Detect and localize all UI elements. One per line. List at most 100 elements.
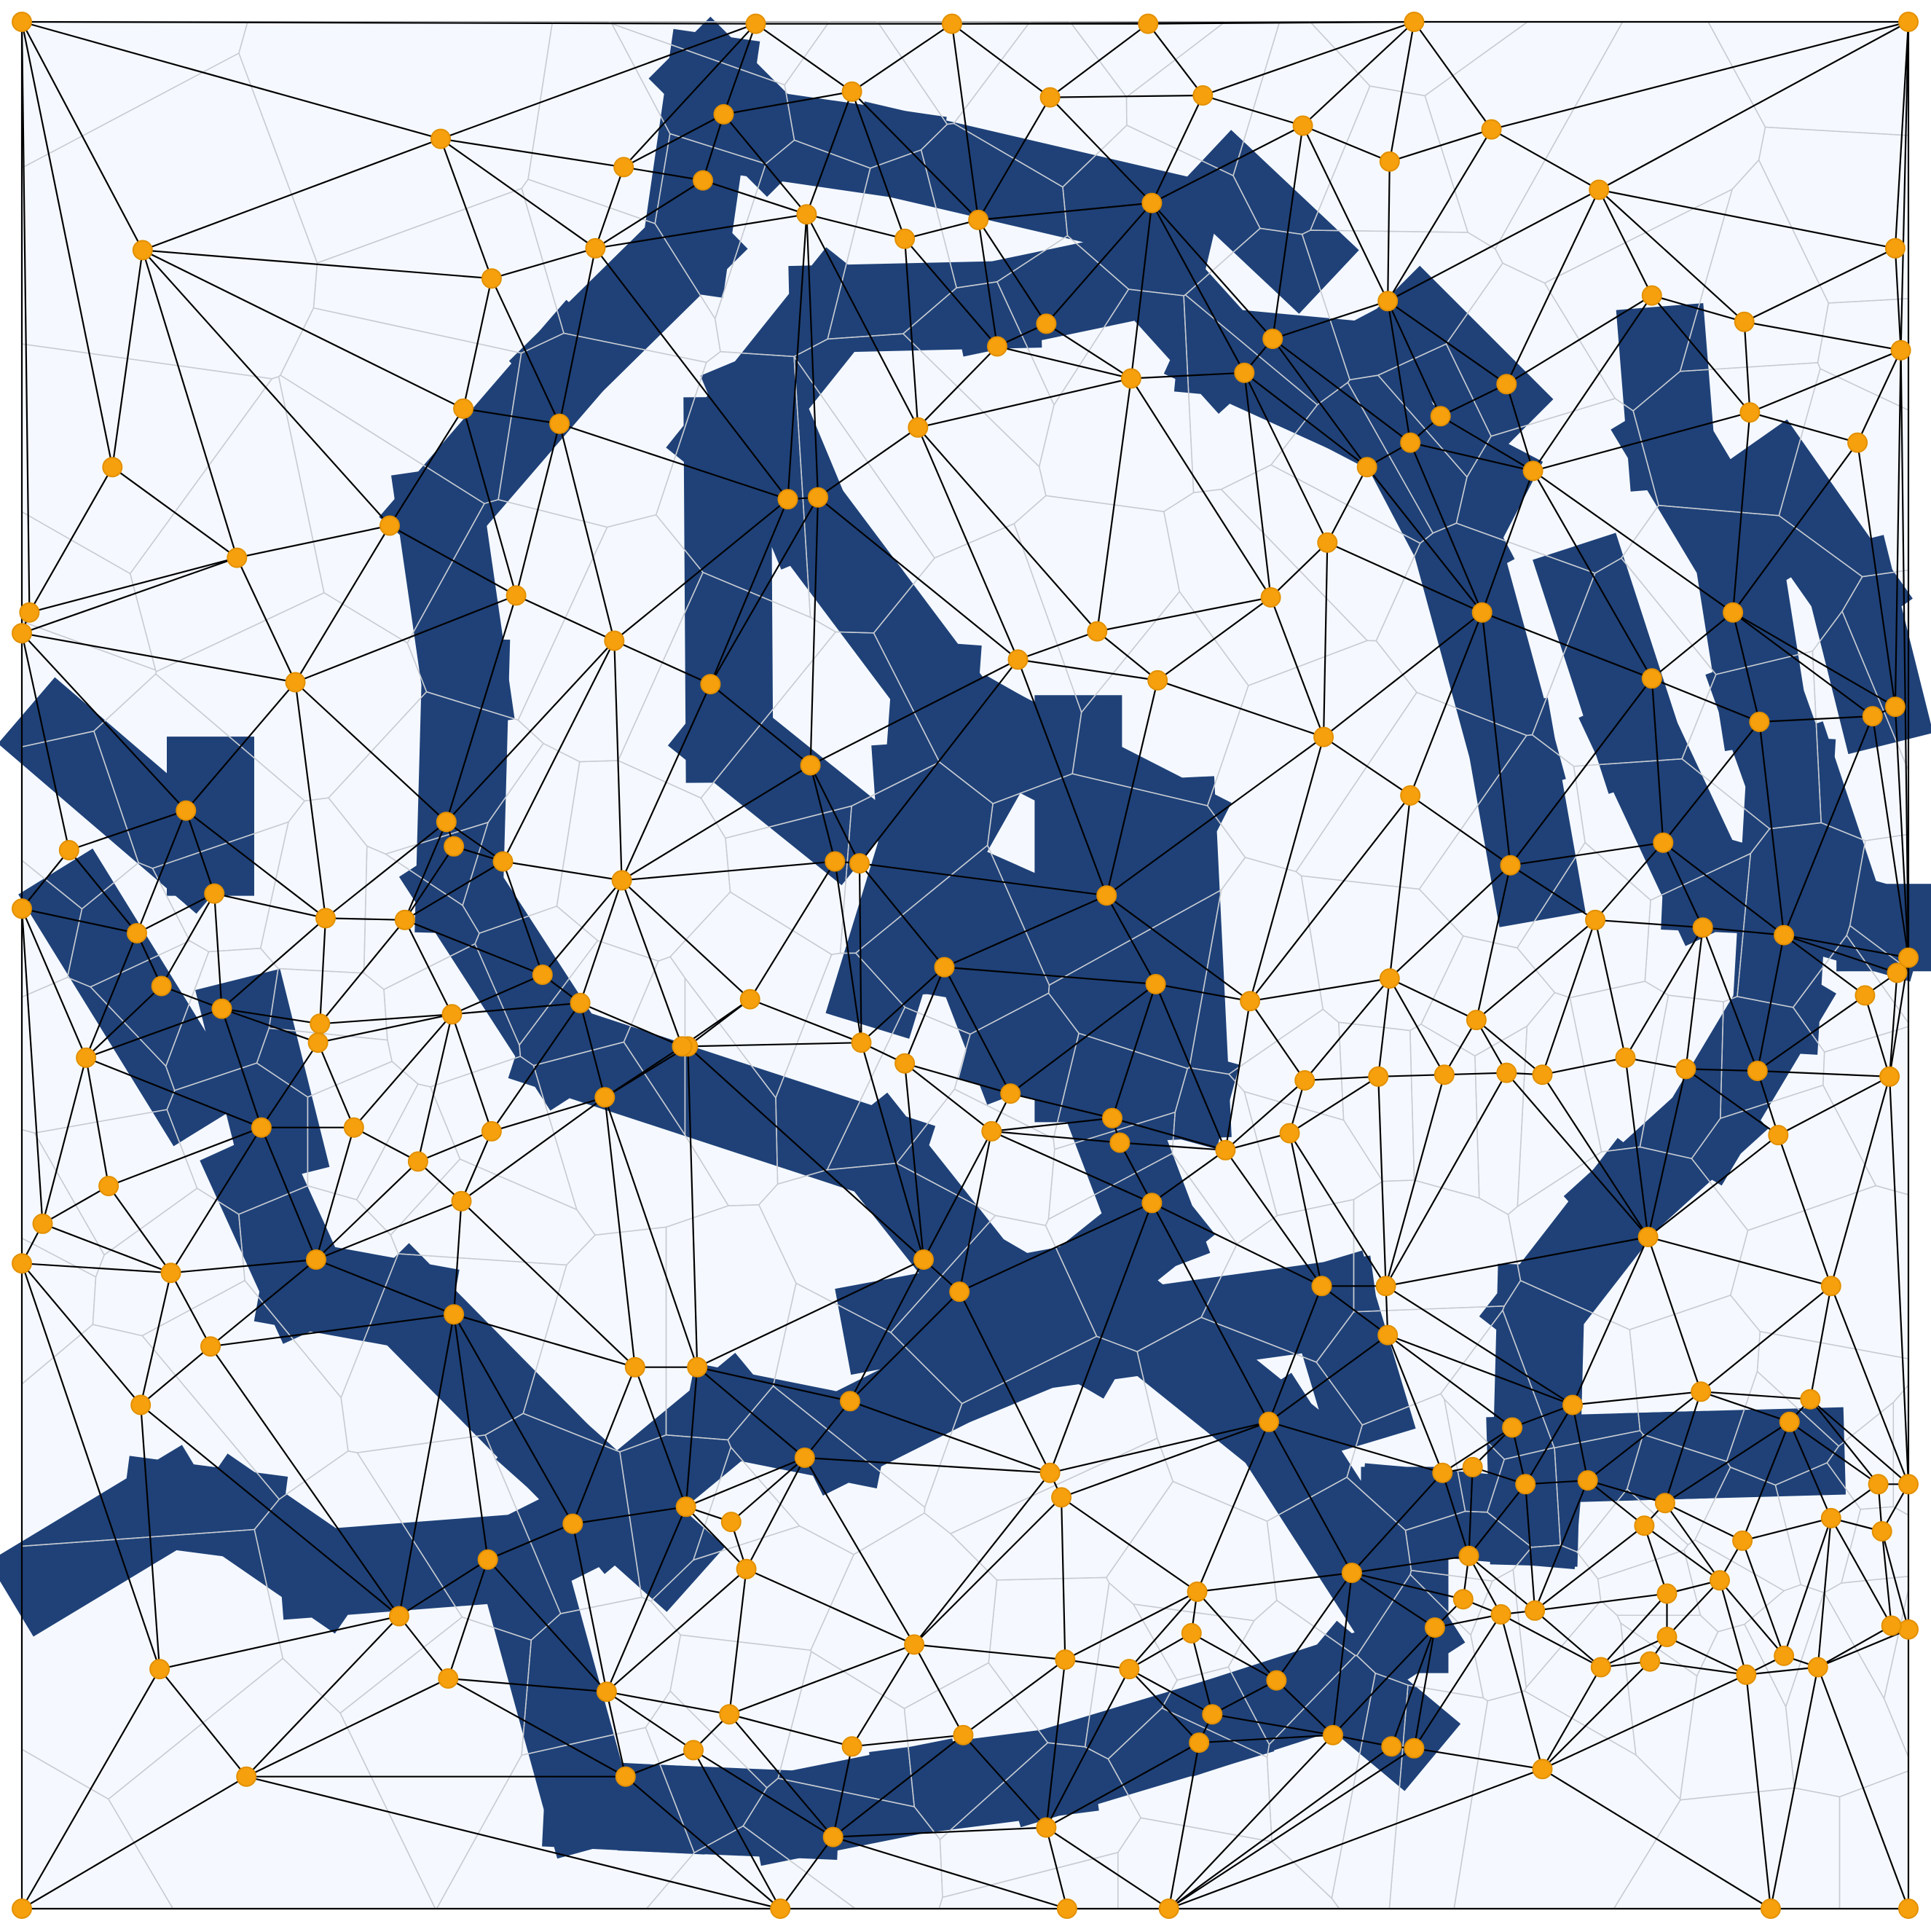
vertex-point <box>615 1766 636 1787</box>
vertex-point <box>251 1117 272 1138</box>
delaunay-edge <box>1388 978 1445 1075</box>
delaunay-edge <box>1533 412 1750 472</box>
vertex-point <box>1890 339 1911 361</box>
vertex-point <box>436 812 457 833</box>
delaunay-edge <box>141 250 238 558</box>
vertex-point <box>796 204 817 225</box>
vertex-point <box>132 240 153 261</box>
vertex-point <box>841 81 862 102</box>
delaunay-edge <box>1491 20 1909 130</box>
delaunay-edge <box>951 23 1051 98</box>
vertex-point <box>1637 1227 1659 1247</box>
vertex-point <box>1234 362 1255 383</box>
delaunay-edge <box>491 1096 605 1132</box>
voronoi-cell <box>1744 1584 1825 1708</box>
vertex-point <box>1471 602 1493 623</box>
delaunay-edge <box>460 1201 636 1368</box>
delaunay-edge <box>693 1749 782 1909</box>
vertex-point <box>1323 1724 1343 1746</box>
delaunay-edge <box>1541 1768 1771 1909</box>
delaunay-edge <box>1155 983 1227 1151</box>
delaunay-edge <box>448 1677 607 1693</box>
delaunay-edge <box>1212 1713 1334 1736</box>
delaunay-edge <box>904 1062 992 1132</box>
delaunay-edge <box>1532 470 1734 613</box>
delaunay-edge <box>595 213 807 249</box>
delaunay-edge <box>136 892 215 934</box>
delaunay-edge <box>605 1691 626 1777</box>
delaunay-edge <box>904 1063 925 1260</box>
vertex-point <box>1653 832 1674 853</box>
vertex-point <box>1458 1545 1479 1566</box>
delaunay-edge <box>295 594 517 683</box>
delaunay-edge <box>1594 841 1664 921</box>
vertex-point <box>604 630 625 651</box>
vertex-point <box>585 237 606 259</box>
delaunay-edge <box>1664 1421 1790 1504</box>
delaunay-edge <box>1272 338 1411 444</box>
delaunay-edge <box>1476 919 1596 1021</box>
delaunay-edge <box>1759 715 1873 723</box>
vertex-point <box>444 836 465 857</box>
vertex-point <box>1847 432 1868 453</box>
delaunay-edge <box>1501 1614 1602 1668</box>
vertex-point <box>1525 1600 1546 1621</box>
delaunay-edge <box>1249 737 1325 1002</box>
delaunay-edge <box>1744 247 1896 323</box>
vertex-point <box>1723 602 1744 623</box>
vertex-point <box>1262 329 1283 350</box>
delaunay-edge <box>851 91 979 221</box>
vertex-point <box>1381 1736 1402 1757</box>
delaunay-edge <box>1777 1075 1890 1136</box>
voronoi-cell <box>256 1027 393 1098</box>
delaunay-edge <box>1532 294 1653 472</box>
delaunay-edge <box>516 594 615 642</box>
delaunay-edge <box>353 1126 419 1163</box>
vertex-point <box>794 1448 815 1468</box>
delaunay-edge <box>1106 895 1157 985</box>
delaunay-edge <box>1323 611 1483 738</box>
delaunay-edge <box>918 377 1132 428</box>
delaunay-edge <box>1151 1202 1322 1287</box>
delaunay-edge <box>1900 350 1910 958</box>
delaunay-edge <box>1830 1076 1891 1287</box>
delaunay-edge <box>1542 1673 1747 1770</box>
delaunay-edge <box>1151 203 1246 374</box>
delaunay-edge <box>1783 934 1897 974</box>
delaunay-edge <box>20 908 44 1224</box>
vertex-point <box>1292 115 1313 136</box>
delaunay-edge <box>21 632 296 683</box>
delaunay-edge <box>318 1013 452 1044</box>
delaunay-edge <box>85 932 138 1059</box>
delaunay-edge <box>1130 377 1272 598</box>
vertex-point <box>1871 1521 1892 1542</box>
delaunay-edge <box>1535 1593 1667 1611</box>
delaunay-edge <box>1387 1334 1513 1429</box>
delaunay-edge <box>1224 1001 1251 1150</box>
delaunay-edge <box>502 640 616 862</box>
filled-region <box>877 675 1063 912</box>
delaunay-edge <box>1510 841 1664 866</box>
delaunay-edge <box>1385 1236 1648 1287</box>
delaunay-edge <box>959 1291 1051 1474</box>
delaunay-edge <box>1045 1659 1066 1828</box>
delaunay-edge <box>1894 21 1910 248</box>
delaunay-edge <box>1017 659 1108 896</box>
vertex-point <box>1102 1107 1122 1128</box>
delaunay-edge <box>913 1644 1066 1661</box>
delaunay-edge <box>1719 1579 1785 1657</box>
delaunay-edge <box>606 1691 694 1751</box>
delaunay-edge <box>161 985 222 1010</box>
delaunay-edge <box>1506 1072 1649 1238</box>
vertex-point <box>160 1263 181 1284</box>
vertex-point <box>1096 885 1117 906</box>
delaunay-edge <box>1702 927 1758 1072</box>
delaunay-edge <box>1224 1150 1323 1287</box>
delaunay-edge <box>1756 1070 1779 1136</box>
vertex-point <box>1749 711 1770 732</box>
delaunay-edge <box>1351 1472 1444 1574</box>
voronoi-cell <box>1679 1623 1796 1801</box>
delaunay-edge <box>315 1161 419 1260</box>
delaunay-edge <box>451 1013 492 1132</box>
delaunay-edge <box>21 20 441 140</box>
